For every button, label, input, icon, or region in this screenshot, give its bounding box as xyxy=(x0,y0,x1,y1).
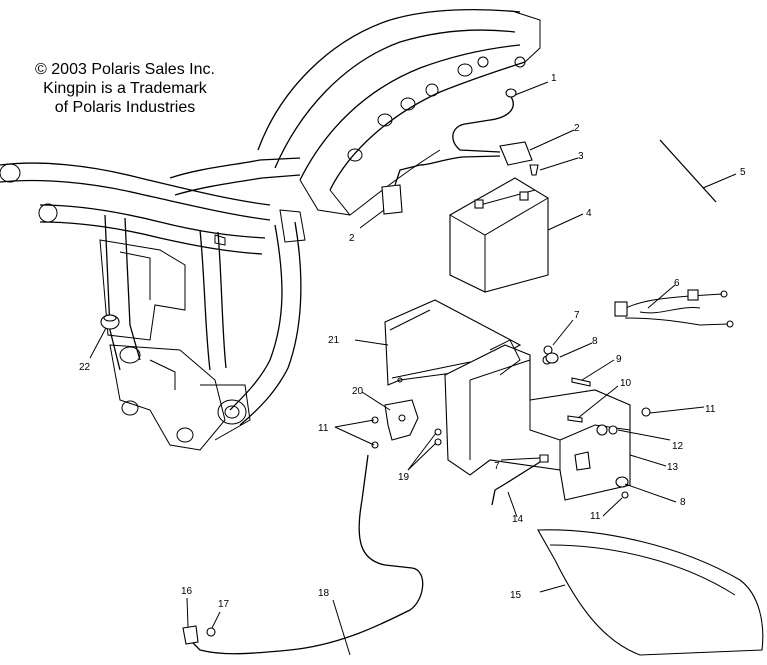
callout-8-lower: 8 xyxy=(680,497,686,508)
callout-4: 4 xyxy=(586,208,592,219)
callout-3: 3 xyxy=(578,151,584,162)
bolt-part xyxy=(529,164,539,176)
callout-16: 16 xyxy=(181,586,193,597)
copyright-notice: © 2003 Polaris Sales Inc. Kingpin is a T… xyxy=(20,60,230,117)
callout-2-left: 2 xyxy=(349,233,355,244)
vent-hose xyxy=(189,454,424,655)
callout-7: 7 xyxy=(574,310,580,321)
hose-fitting xyxy=(182,625,216,645)
leader-lines xyxy=(89,81,737,656)
callout-labels: 1 2 3 4 5 6 7 8 9 10 11 12 13 14 15 16 1… xyxy=(79,73,746,610)
grommet-part xyxy=(100,314,120,330)
strap-part xyxy=(659,139,717,203)
callout-15: 15 xyxy=(510,590,522,601)
callout-21: 21 xyxy=(328,335,340,346)
motorcycle-frame xyxy=(0,8,541,451)
callout-13: 13 xyxy=(667,462,679,473)
callout-14: 14 xyxy=(512,514,524,525)
callout-11-lower: 11 xyxy=(590,511,601,522)
relay-bracket xyxy=(384,399,419,441)
battery-box xyxy=(444,339,631,501)
side-cover xyxy=(537,529,764,656)
callout-18: 18 xyxy=(318,588,330,599)
callout-5: 5 xyxy=(740,167,746,178)
callout-9: 9 xyxy=(616,354,622,365)
wiring-harness xyxy=(614,289,734,328)
callout-11-left: 11 xyxy=(318,423,329,434)
callout-11: 11 xyxy=(705,404,716,415)
callout-19: 19 xyxy=(398,472,410,483)
callout-12: 12 xyxy=(672,441,684,452)
trademark-owner-line: of Polaris Industries xyxy=(54,99,196,116)
callout-2: 2 xyxy=(574,123,580,134)
copyright-line: © 2003 Polaris Sales Inc. xyxy=(35,61,215,78)
callout-6: 6 xyxy=(674,278,680,289)
callout-1: 1 xyxy=(551,73,557,84)
callout-20: 20 xyxy=(352,386,364,397)
callout-22: 22 xyxy=(79,362,91,373)
tool-rod xyxy=(491,461,541,506)
callout-17: 17 xyxy=(218,599,230,610)
callout-7-lower: 7 xyxy=(494,461,500,472)
battery xyxy=(449,177,549,293)
battery-cable xyxy=(381,88,533,215)
callout-8: 8 xyxy=(592,336,598,347)
callout-10: 10 xyxy=(620,378,632,389)
trademark-line: Kingpin is a Trademark xyxy=(43,80,207,97)
